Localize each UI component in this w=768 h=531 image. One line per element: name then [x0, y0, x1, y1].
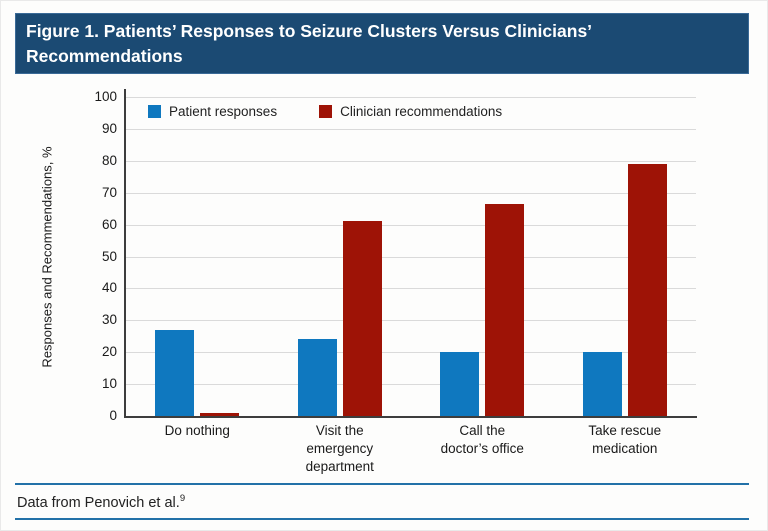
bar-clinician-recommendations [342, 221, 382, 416]
footer-citation-text: Data from Penovich et al. [17, 494, 180, 511]
x-axis-label-line: Call the [459, 423, 506, 438]
figure-title-banner: Figure 1. Patients’ Responses to Seizure… [15, 13, 749, 74]
x-axis-label-line: Take rescue [588, 423, 662, 438]
x-axis-labels: Do nothing Visit the emergency department Ca… [126, 422, 696, 476]
bar-group [554, 97, 697, 416]
bar-patient-responses [440, 352, 480, 416]
y-axis-line [124, 89, 126, 418]
bar-clinician-recommendations [627, 164, 667, 416]
x-axis-label-line: department [305, 459, 374, 474]
legend-item: Clinician recommendations [319, 104, 502, 119]
x-axis-label-line: emergency [306, 441, 374, 456]
x-axis-label-line: doctor’s office [440, 441, 524, 456]
y-tick-label: 0 [109, 408, 117, 423]
gridline [126, 224, 696, 226]
legend-swatch [148, 105, 161, 118]
y-tick-label: 10 [101, 376, 117, 392]
gridline [126, 160, 696, 162]
bar-clinician-recommendations [485, 203, 525, 416]
gridline [126, 320, 696, 322]
y-tick-label: 40 [101, 280, 117, 296]
x-axis-label-line: medication [592, 441, 658, 456]
bar-group [126, 97, 269, 416]
gridline [126, 128, 696, 130]
legend: Patient responses Clinician recommendatio… [148, 104, 502, 119]
y-tick-label: 50 [101, 248, 117, 264]
figure-title-line-1: Figure 1. Patients’ Responses to Seizure… [26, 21, 593, 41]
figure-footer: Data from Penovich et al.9 [15, 483, 749, 520]
legend-swatch [319, 105, 333, 118]
x-axis-label: Do nothing [126, 422, 269, 476]
gridline [126, 97, 696, 98]
gridline [126, 384, 696, 386]
y-tick-label: 90 [101, 120, 117, 136]
y-tick-label: 80 [101, 152, 117, 168]
gridline [126, 256, 696, 258]
legend-label: Patient responses [169, 104, 278, 119]
bar-patient-responses [155, 329, 195, 416]
y-tick-label: 30 [101, 312, 117, 328]
x-axis-label: Take rescue medication [554, 422, 697, 476]
bar-group [269, 97, 412, 416]
x-axis-label: Call the doctor’s office [411, 422, 554, 476]
gridline [126, 288, 696, 290]
x-axis-label: Visit the emergency department [269, 422, 412, 476]
legend-label: Clinician recommendations [340, 104, 503, 119]
plot-area: Patient responses Clinician recommendatio… [126, 97, 696, 416]
y-tick-label: 70 [101, 184, 117, 200]
x-axis-label-line: Visit the [315, 423, 364, 438]
y-tick-label: 100 [94, 89, 117, 104]
footer-citation-superscript: 9 [179, 493, 186, 504]
y-axis-ticks: 0 10 20 30 40 50 60 70 80 90 100 [1, 89, 117, 423]
bar-groups [126, 97, 696, 416]
gridline [126, 192, 696, 194]
x-axis-line [124, 416, 697, 418]
gridline [126, 352, 696, 354]
footer-citation: Data from Penovich et al.9 [17, 490, 747, 512]
figure-title-line-2: Recommendations [26, 46, 183, 66]
bar-clinician-recommendations [200, 412, 240, 416]
legend-item: Patient responses [148, 104, 277, 119]
bar-patient-responses [582, 352, 622, 416]
bar-patient-responses [297, 339, 337, 416]
x-axis-label-line: Do nothing [164, 423, 230, 438]
y-tick-label: 60 [101, 216, 117, 232]
y-tick-label: 20 [101, 344, 117, 360]
bar-group [411, 97, 554, 416]
